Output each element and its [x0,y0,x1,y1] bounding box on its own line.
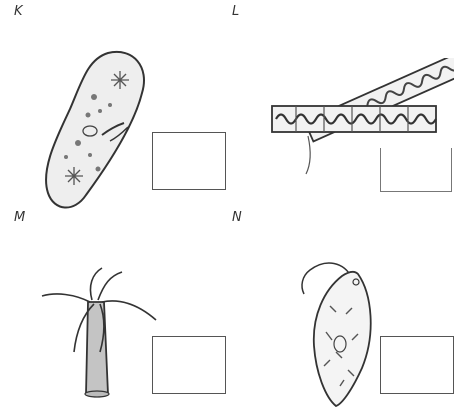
answer-box-m[interactable] [152,336,226,394]
label-m: M [14,210,25,225]
euglena-icon [296,248,386,408]
label-k: K [14,4,23,19]
answer-box-n[interactable] [380,336,454,394]
paramecium-icon [38,45,158,215]
label-l: L [232,4,239,19]
answer-box-k[interactable] [152,132,226,190]
answer-box-l[interactable] [380,148,452,192]
label-n: N [232,210,242,225]
